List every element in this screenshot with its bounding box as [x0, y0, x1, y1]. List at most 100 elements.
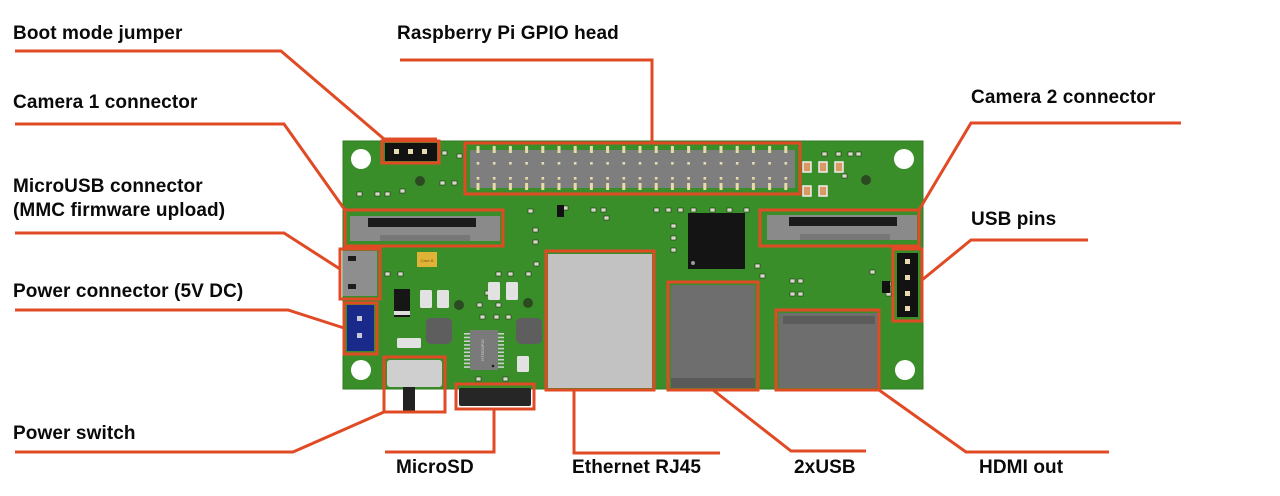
smd-part — [789, 291, 796, 297]
gpio-pin-top — [638, 146, 642, 153]
via-hole — [415, 176, 425, 186]
gpio-pin-top — [719, 146, 723, 153]
gpio-pin — [638, 162, 642, 165]
microsd-leader — [385, 409, 496, 454]
gpio-pin-top — [541, 146, 545, 153]
power-connector-highlight — [342, 301, 379, 356]
smd-part — [476, 302, 483, 308]
via-hole — [861, 175, 871, 185]
smd-part — [384, 271, 391, 277]
smd-part — [356, 191, 363, 197]
gpio-pin — [735, 162, 739, 165]
smd-part — [479, 314, 486, 320]
gpio-pin-top — [606, 146, 610, 153]
label-ethernet-rj45: Ethernet RJ45 — [572, 457, 702, 478]
gpio-leader — [400, 58, 654, 143]
camera-2-highlight — [758, 208, 921, 248]
label-power-connector: Power connector (5V DC) — [13, 281, 244, 302]
gpio-pin-bottom — [654, 183, 658, 190]
diode — [394, 289, 410, 317]
smd-part — [670, 247, 677, 253]
smd-part — [505, 314, 512, 320]
chip-pin1-dot — [691, 261, 695, 265]
passive-components — [397, 161, 844, 372]
ic-leg — [464, 344, 470, 346]
resistor — [834, 161, 844, 173]
gpio-pin-bottom — [751, 183, 755, 190]
smd-part — [532, 239, 539, 245]
gpio-pin — [573, 162, 577, 165]
mounting-hole — [351, 149, 371, 169]
gpio-pin — [671, 177, 674, 180]
gpio-pin-bottom — [719, 183, 723, 190]
smd-part — [533, 261, 540, 267]
gpio-pin — [654, 177, 658, 180]
mounting-hole — [351, 360, 371, 380]
gpio-pin-bottom — [622, 183, 626, 190]
hdmi-highlight — [774, 308, 881, 392]
label-raspberry-pi-gpio-head: Raspberry Pi GPIO head — [397, 23, 619, 44]
ceramic-capacitor — [397, 338, 421, 348]
ethernet-leader — [572, 390, 720, 455]
label-boot-mode-jumper: Boot mode jumper — [13, 23, 183, 44]
microusb-connector-component — [343, 251, 377, 296]
inductor — [516, 318, 542, 344]
label-hdmi-out: HDMI out — [979, 457, 1064, 478]
gpio-pin-bottom — [492, 183, 496, 190]
gpio-pin — [492, 162, 496, 165]
gpio-pin — [768, 162, 771, 165]
usb-2x-component — [671, 285, 755, 388]
gpio-pin-bottom — [508, 183, 512, 190]
smd-part — [677, 207, 684, 213]
ic-leg — [464, 333, 470, 335]
gpio-pin — [687, 177, 690, 180]
boot-mode-jumper-component — [385, 143, 437, 161]
ic-leg — [498, 366, 504, 368]
gpio-pin — [719, 162, 723, 165]
ic-leg — [464, 351, 470, 354]
gpio-pin — [573, 177, 577, 180]
gpio-pin-bottom — [606, 183, 610, 190]
gpio-pin — [492, 177, 496, 180]
gpio-pin-top — [508, 146, 512, 153]
label-power-switch: Power switch — [13, 423, 136, 444]
boot-mode-jumper-leader — [15, 49, 437, 141]
smd-part — [835, 151, 842, 157]
gpio-pin-top — [751, 146, 755, 153]
smd-part — [456, 153, 463, 159]
label-microusb-connector: MicroUSB connector (MMC firmware upload) — [13, 176, 226, 221]
gpio-pin-top — [573, 146, 577, 153]
gpio-pin — [590, 162, 593, 165]
ic-leg — [498, 358, 504, 361]
hdmi-component — [779, 313, 879, 388]
gpio-pin — [784, 177, 788, 180]
gpio-pin-bottom — [768, 183, 772, 190]
ethernet-rj45-component — [548, 254, 652, 388]
microsd-component — [459, 388, 531, 406]
power-switch-highlight — [382, 355, 447, 414]
via-hole — [523, 298, 533, 308]
smd-part — [399, 188, 406, 194]
gpio-pin-bottom — [525, 183, 529, 190]
ic-leg — [498, 340, 504, 342]
label-usb-pins: USB pins — [971, 209, 1057, 230]
ic-leg — [498, 336, 504, 339]
smd-part — [532, 227, 539, 233]
smd-part — [855, 151, 862, 157]
ic-leg — [498, 333, 504, 335]
gpio-pin — [703, 177, 707, 180]
gpio-pin — [541, 162, 545, 165]
boot-mode-jumper-highlight — [380, 139, 441, 165]
camera-1-connector-component — [350, 216, 500, 241]
inductor — [426, 318, 452, 344]
gpio-pin-top — [654, 146, 658, 153]
resistor — [802, 185, 812, 197]
ethernet-highlight — [544, 249, 656, 392]
smd-components — [356, 150, 892, 382]
ic-leg — [498, 351, 504, 354]
gpio-pin — [525, 162, 528, 165]
resistor — [818, 185, 828, 197]
smd-part — [754, 263, 761, 269]
gpio-pin — [703, 162, 707, 165]
smd-part — [374, 191, 381, 197]
